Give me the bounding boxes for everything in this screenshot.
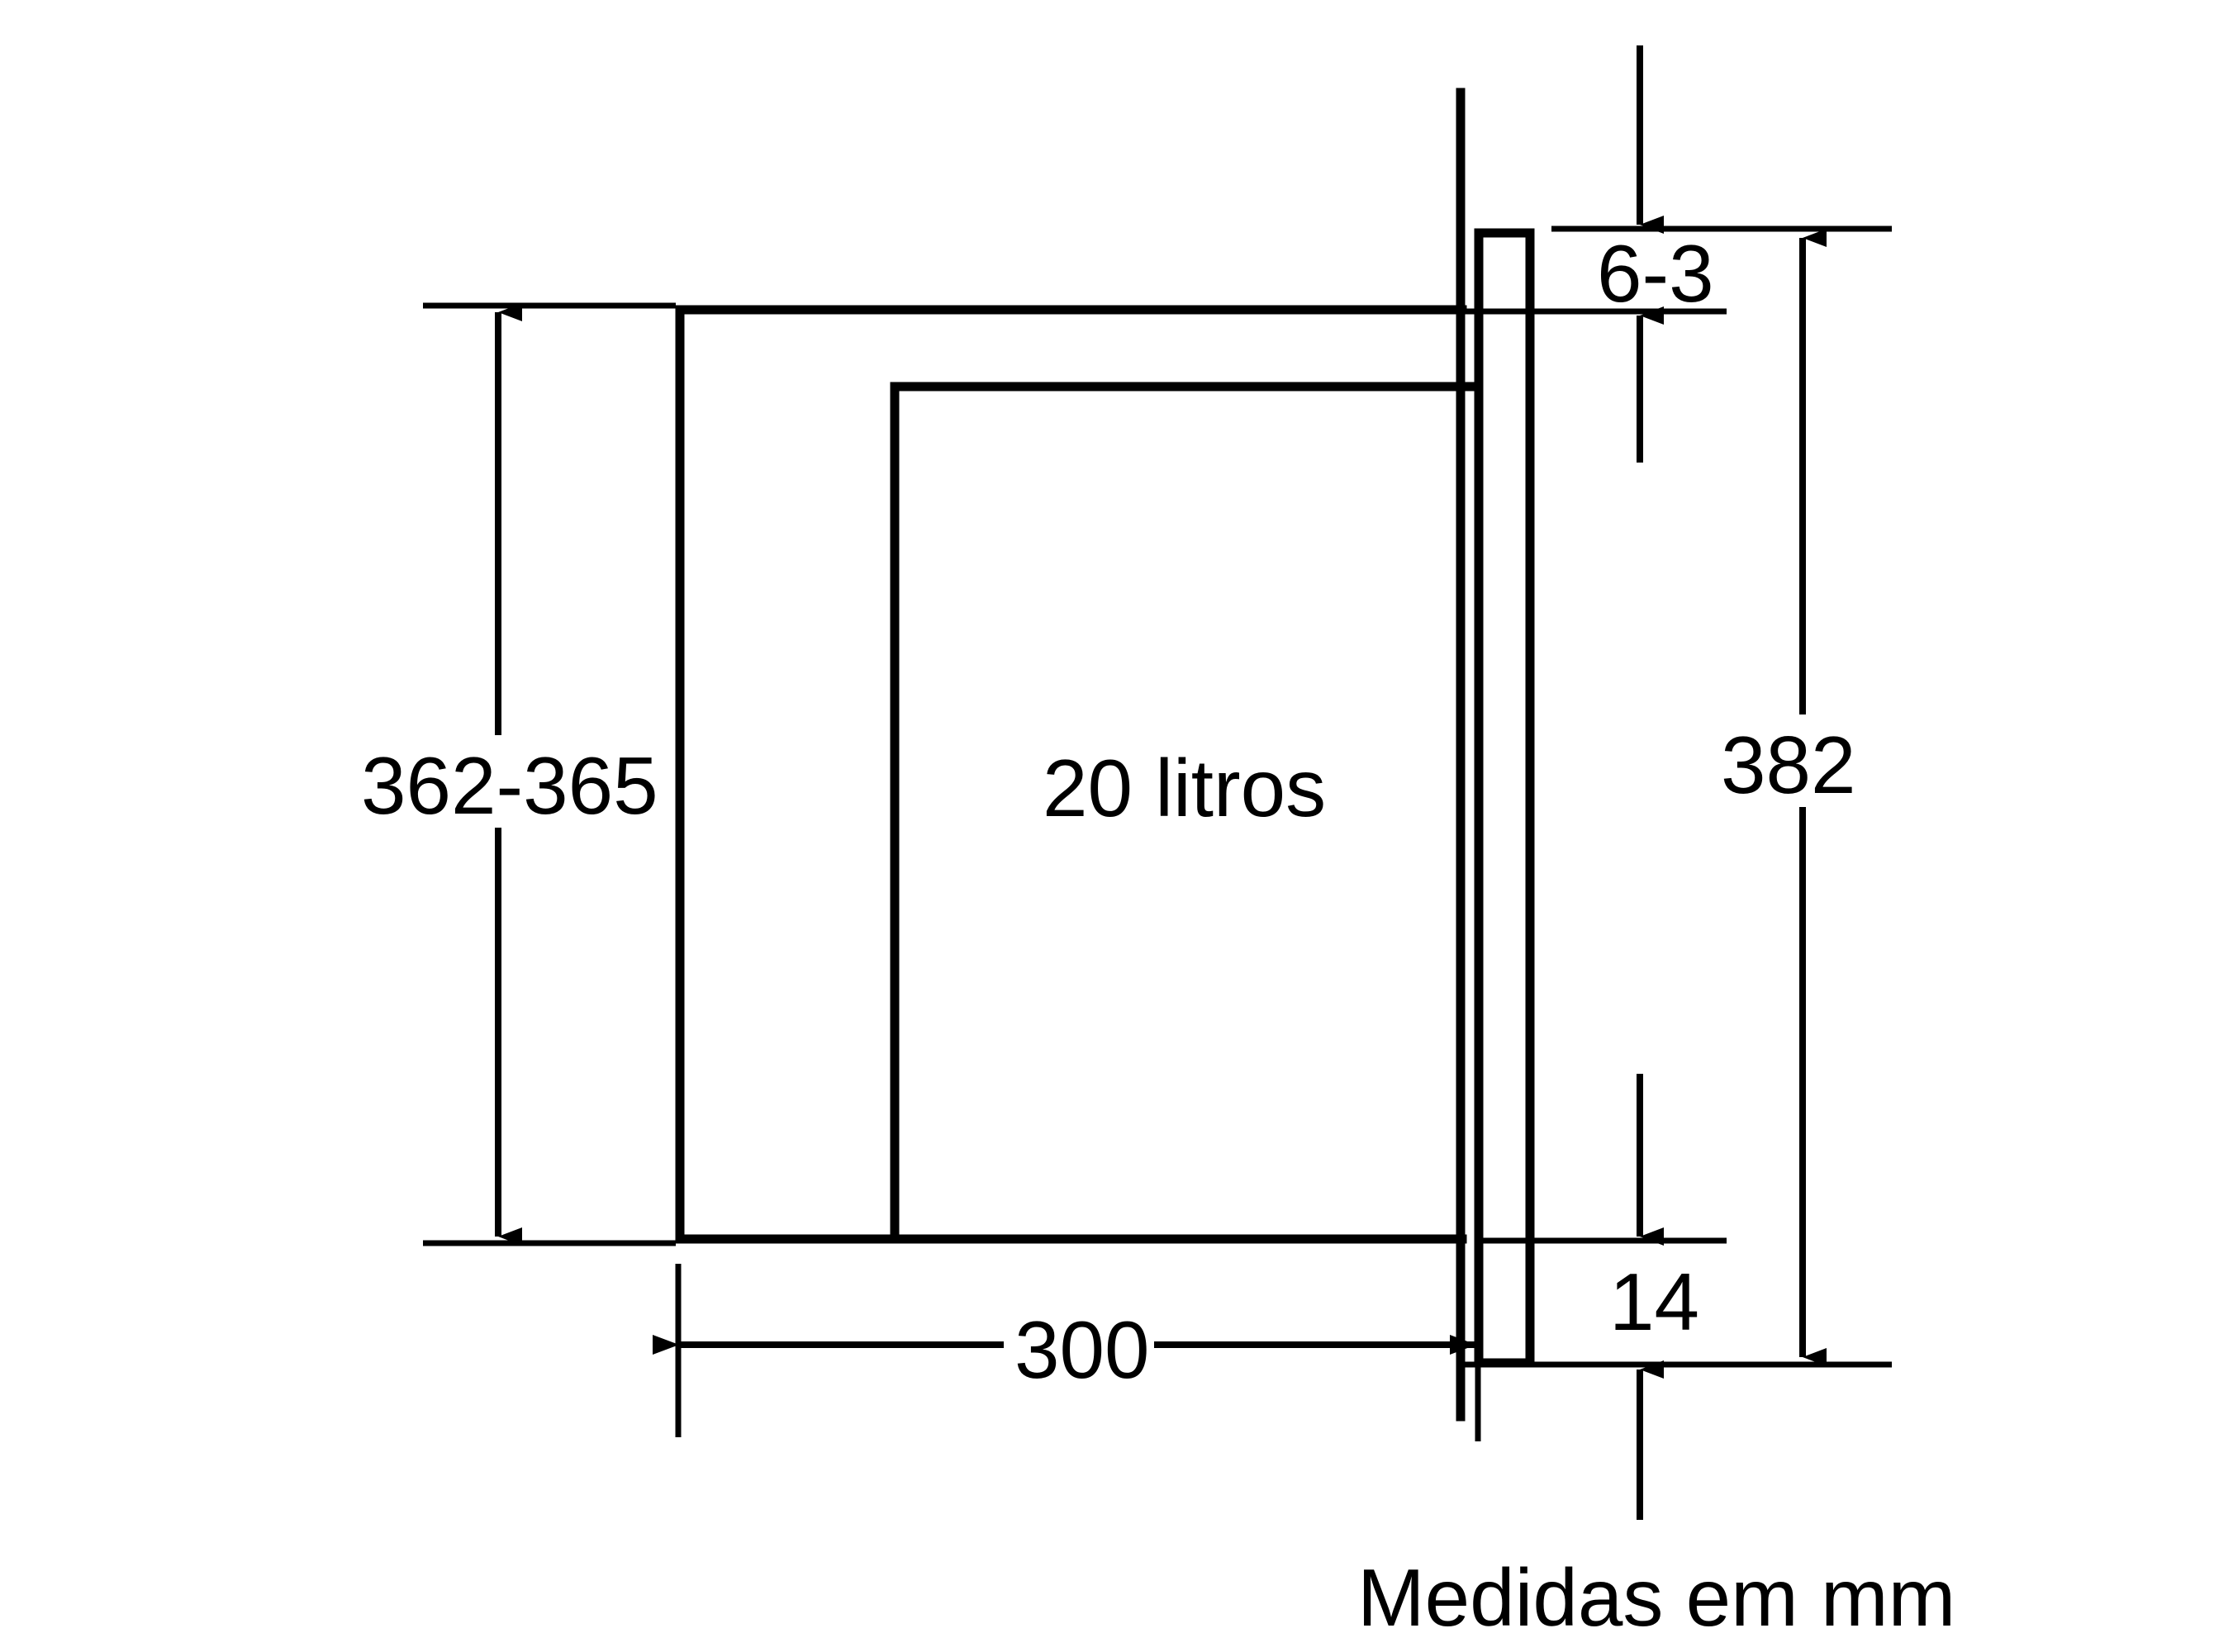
units-caption: Medidas em mm bbox=[1357, 1552, 1955, 1643]
dimension-382: 382 bbox=[1710, 229, 1896, 1366]
dim-label-362-365: 362-365 bbox=[361, 740, 658, 831]
front-panel-outline bbox=[1474, 228, 1535, 1368]
cavity-outline bbox=[890, 382, 1484, 1244]
capacity-label: 20 litros bbox=[1043, 743, 1326, 833]
dimension-6-3: 6-3 bbox=[1597, 45, 1714, 463]
dim-label-300: 300 bbox=[1014, 1304, 1150, 1395]
dim-label-382: 382 bbox=[1721, 719, 1856, 810]
dim-label-14: 14 bbox=[1609, 1256, 1699, 1347]
dimension-362-365: 362-365 bbox=[345, 303, 658, 1246]
dim-label-6-3: 6-3 bbox=[1597, 228, 1714, 319]
dimension-14: 14 bbox=[1609, 1074, 1699, 1520]
appliance-body-outline bbox=[675, 305, 1467, 1244]
extension-lines bbox=[423, 225, 1892, 1441]
dimension-300: 300 bbox=[653, 1298, 1476, 1395]
